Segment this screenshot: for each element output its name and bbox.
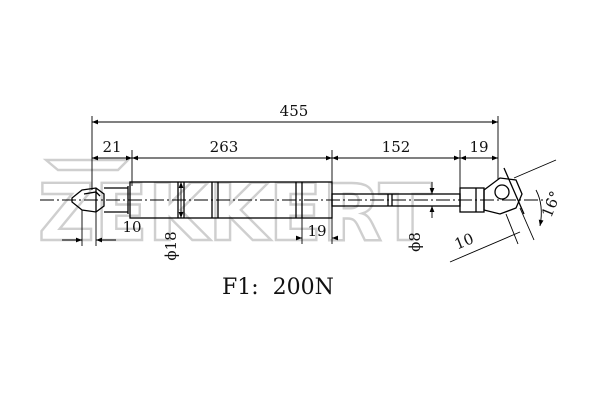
dim-overall: 455 bbox=[280, 102, 309, 120]
watermark-logo: ZEKKERT bbox=[37, 158, 433, 260]
right-eye-fitting bbox=[459, 167, 525, 215]
extension-lines bbox=[81, 116, 557, 246]
dim-cylinder-end: 19 bbox=[307, 222, 326, 240]
watermark-text: ZEKKERT bbox=[38, 169, 432, 259]
dim-rod: 152 bbox=[382, 138, 411, 156]
dim-eye-offset-left: 10 bbox=[122, 218, 141, 236]
force-label: F1: 200N bbox=[222, 275, 334, 300]
dim-eye-offset-right: 10 bbox=[452, 229, 476, 253]
dim-right-end: 19 bbox=[469, 138, 488, 156]
dim-cylinder-diameter: ϕ18 bbox=[162, 231, 180, 260]
dimension-lines bbox=[62, 119, 544, 263]
dim-cylinder: 263 bbox=[210, 138, 239, 156]
dimension-labels: 455 21 263 152 19 10 ϕ18 19 ϕ8 10 16° bbox=[102, 102, 564, 261]
cylinder-body bbox=[129, 181, 333, 219]
dim-line-eye-offset-right bbox=[449, 231, 521, 263]
dim-arc-angle bbox=[535, 189, 544, 227]
dim-rod-diameter: ϕ8 bbox=[406, 232, 424, 252]
dim-left-eye: 21 bbox=[102, 138, 121, 156]
dim-angle: 16° bbox=[538, 188, 565, 219]
